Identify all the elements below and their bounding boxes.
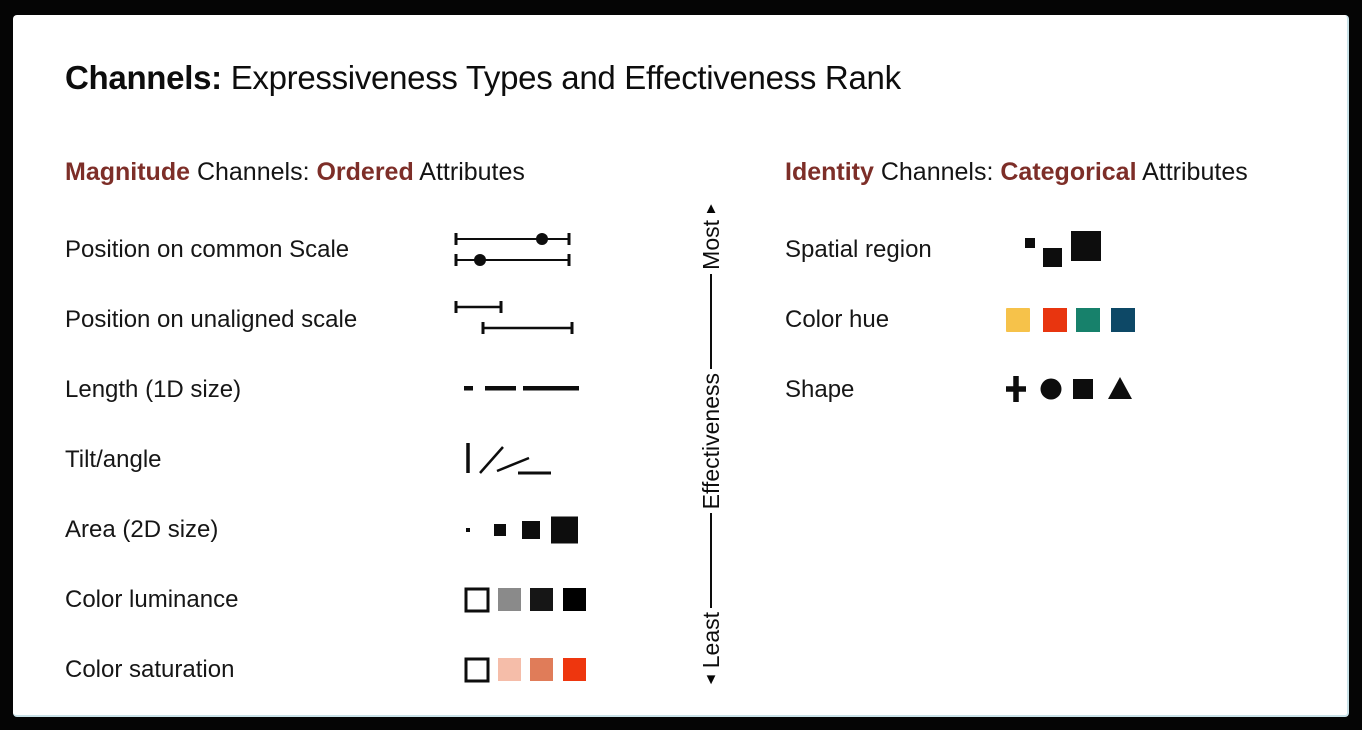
heading-keyword-ordered: Ordered — [316, 158, 414, 186]
luminance-swatch-3 — [530, 588, 553, 611]
magnitude-channels-heading: Magnitude Channels: Ordered Attributes — [65, 158, 525, 187]
figure-title: Channels: Expressiveness Types and Effec… — [65, 59, 901, 97]
area-squares-icon — [452, 508, 582, 552]
channel-row-area: Area (2D size) — [65, 495, 665, 565]
hue-swatch-navy — [1111, 308, 1135, 332]
channel-label: Color saturation — [65, 656, 235, 683]
luminance-swatches-icon — [452, 578, 594, 622]
channel-label: Length (1D size) — [65, 376, 242, 403]
heading-text: Channels: — [873, 158, 1001, 186]
channel-row-length: Length (1D size) — [65, 355, 665, 425]
axis-label-most: Most — [697, 220, 724, 270]
channel-row-color-hue: Color hue — [785, 285, 1345, 355]
effectiveness-axis: ▲ Most Effectiveness Least ▼ — [689, 201, 733, 687]
hue-swatches-icon — [1004, 298, 1154, 342]
channel-label: Shape — [785, 376, 855, 403]
heading-keyword-magnitude: Magnitude — [65, 158, 190, 186]
saturation-swatches-icon — [452, 648, 594, 692]
identity-channel-list: Spatial region Color hue — [785, 215, 1345, 425]
hue-swatch-red — [1043, 308, 1067, 332]
channel-row-position-common: Position on common Scale — [65, 215, 665, 285]
position-unaligned-scale-icon — [452, 298, 576, 342]
heading-text: Attributes — [1136, 158, 1248, 186]
channel-row-saturation: Color saturation — [65, 635, 665, 705]
heading-text: Channels: — [190, 158, 317, 186]
channel-label: Area (2D size) — [65, 516, 219, 543]
channel-label: Tilt/angle — [65, 446, 162, 473]
channel-label: Position on unaligned scale — [65, 306, 358, 333]
identity-channels-heading: Identity Channels: Categorical Attribute… — [785, 158, 1248, 187]
heading-text: Attributes — [413, 158, 525, 186]
axis-line-lower — [709, 512, 713, 608]
figure-title-keyword: Channels: — [65, 59, 222, 96]
luminance-swatch-4 — [563, 588, 586, 611]
luminance-swatch-1 — [464, 587, 490, 613]
tilt-angle-lines-icon — [452, 438, 582, 482]
figure-panel: Channels: Expressiveness Types and Effec… — [13, 15, 1349, 717]
arrow-down-icon: ▼ — [703, 671, 719, 689]
axis-label-effectiveness: Effectiveness — [697, 372, 724, 509]
position-common-scale-icon — [452, 228, 576, 272]
heading-keyword-identity: Identity — [785, 158, 874, 186]
heading-keyword-categorical: Categorical — [1000, 158, 1137, 186]
channel-row-tilt: Tilt/angle — [65, 425, 665, 495]
channel-label: Color hue — [785, 306, 890, 333]
channel-row-shape: Shape — [785, 355, 1345, 425]
hue-swatch-green — [1076, 308, 1100, 332]
saturation-swatch-4 — [563, 658, 586, 681]
saturation-swatch-1 — [464, 657, 490, 683]
saturation-swatch-3 — [530, 658, 553, 681]
arrow-up-icon: ▲ — [703, 200, 719, 217]
channel-label: Position on common Scale — [65, 236, 350, 263]
shape-glyphs-icon — [1004, 368, 1154, 412]
channel-label: Color luminance — [65, 586, 239, 613]
figure-title-rest: Expressiveness Types and Effectiveness R… — [221, 59, 901, 96]
axis-label-least: Least — [697, 611, 724, 669]
saturation-swatch-2 — [498, 658, 521, 681]
channel-row-position-unaligned: Position on unaligned scale — [65, 285, 665, 355]
luminance-swatch-2 — [498, 588, 521, 611]
magnitude-channel-list: Position on common Scale — [65, 215, 665, 705]
channel-row-luminance: Color luminance — [65, 565, 665, 635]
channel-row-spatial-region: Spatial region — [785, 215, 1345, 285]
spatial-region-squares-icon — [1004, 227, 1154, 273]
channel-label: Spatial region — [785, 236, 932, 263]
length-bars-icon — [452, 368, 582, 412]
axis-line-upper — [709, 273, 713, 369]
hue-swatch-yellow — [1006, 308, 1030, 332]
